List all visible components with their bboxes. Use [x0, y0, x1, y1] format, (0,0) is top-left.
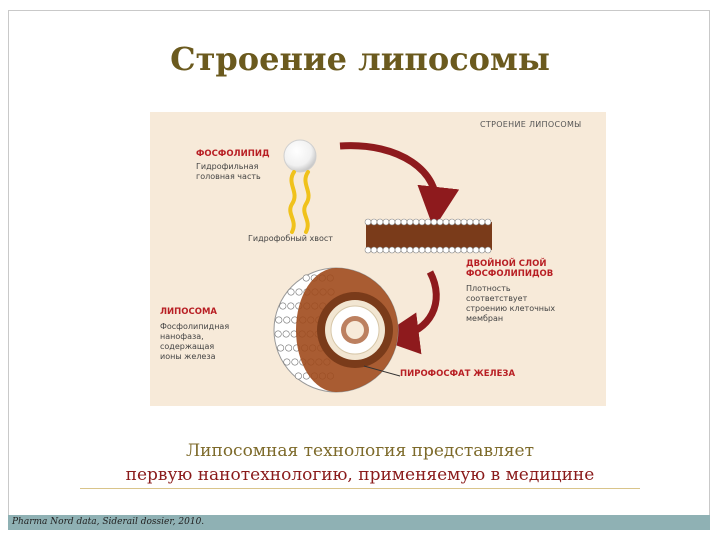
- bilayer-desc-2: соответствует: [466, 294, 528, 303]
- slide-title: Строение липосомы: [170, 40, 550, 78]
- iron-pointer-line: [363, 365, 401, 377]
- liposome-desc-1: Фосфолипидная: [160, 322, 230, 331]
- iron-label: ПИРОФОСФАТ ЖЕЛЕЗА: [400, 369, 516, 379]
- phospholipid-head: [283, 139, 317, 173]
- head-label-1: Гидрофильная: [196, 162, 259, 171]
- head-label-2: головная часть: [196, 172, 261, 181]
- arrow-to-bilayer: [339, 142, 460, 229]
- liposome-diagram: СТРОЕНИЕ ЛИПОСОМЫ ФОСФОЛИПИД Гидрофильна…: [150, 112, 606, 406]
- caption-line-2: первую нанотехнологию, применяемую в мед…: [125, 465, 595, 485]
- bilayer-heading-2: ФОСФОЛИПИДОВ: [466, 269, 554, 279]
- phospholipid-bilayer: [364, 218, 492, 254]
- bilayer-desc-3: строению клеточных: [466, 304, 556, 313]
- bilayer-desc-4: мембран: [466, 314, 504, 323]
- caption-underline: [80, 488, 640, 489]
- phospholipid-tail-left: [288, 170, 297, 234]
- bilayer-heading-1: ДВОЙНОЙ СЛОЙ: [466, 259, 547, 269]
- caption-line-1: Липосомная технология представляет: [185, 441, 535, 461]
- liposome-desc-3: содержащая: [160, 342, 215, 351]
- tail-label: Гидрофобный хвост: [248, 234, 333, 243]
- diagram-graphics: [273, 139, 492, 393]
- corner-title: СТРОЕНИЕ ЛИПОСОМЫ: [480, 120, 582, 129]
- phospholipid-heading: ФОСФОЛИПИД: [196, 149, 270, 159]
- bilayer-desc-1: Плотность: [466, 284, 511, 293]
- liposome-sphere: [273, 267, 399, 393]
- footer-bar: [8, 515, 710, 530]
- arrow-to-liposome: [377, 270, 440, 355]
- liposome-desc-4: ионы железа: [160, 352, 216, 361]
- liposome-heading: ЛИПОСОМА: [160, 307, 218, 317]
- liposome-desc-2: нанофаза,: [160, 332, 204, 341]
- phospholipid-tail-right: [302, 170, 311, 234]
- source-note: Pharma Nord data, Siderail dossier, 2010…: [12, 517, 205, 527]
